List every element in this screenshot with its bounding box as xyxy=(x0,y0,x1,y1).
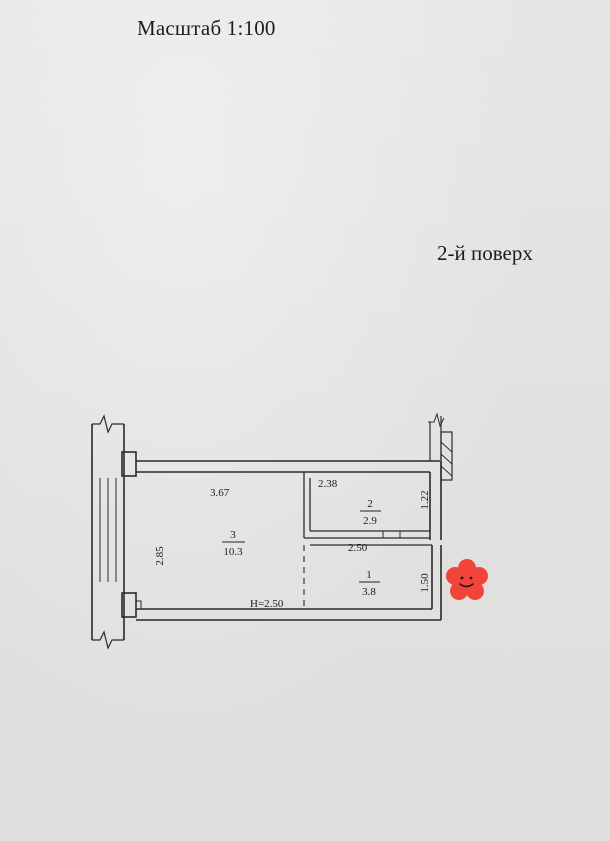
room-2-number: 2 xyxy=(367,498,373,510)
top-wall xyxy=(136,460,440,473)
hall-depth-label: 1.50 xyxy=(419,573,431,593)
left-wall-break-bottom xyxy=(92,630,124,650)
right-wall-lower xyxy=(431,545,442,620)
main-width-label: 3.67 xyxy=(210,487,230,499)
room-2-area: 2.9 xyxy=(363,515,377,527)
smiley-flower-icon xyxy=(446,559,488,600)
bath-partition-left xyxy=(303,472,311,538)
right-wall-break xyxy=(428,412,445,428)
right-wall-upper xyxy=(429,461,442,540)
bottom-wall xyxy=(136,608,441,621)
room-1-area: 3.8 xyxy=(362,586,376,598)
main-depth-label: 2.85 xyxy=(154,546,166,566)
ceiling-height-label: H=2.50 xyxy=(250,598,284,610)
column-top xyxy=(121,451,137,477)
bath-partition-bottom xyxy=(304,530,430,539)
hall-width-label: 2.50 xyxy=(348,542,368,554)
room-3-area: 10.3 xyxy=(223,546,243,558)
floor-label: 2-й поверх xyxy=(437,241,533,265)
room-3-number: 3 xyxy=(230,529,236,541)
right-window xyxy=(440,431,453,481)
bath-width-label: 2.38 xyxy=(318,478,338,490)
left-wall-window xyxy=(99,478,117,582)
scale-label: Масштаб 1:100 xyxy=(137,16,276,40)
left-wall xyxy=(91,424,125,640)
left-wall-break-top xyxy=(92,414,124,434)
bath-depth-label: 1.22 xyxy=(419,490,431,509)
room-1-number: 1 xyxy=(366,569,372,581)
